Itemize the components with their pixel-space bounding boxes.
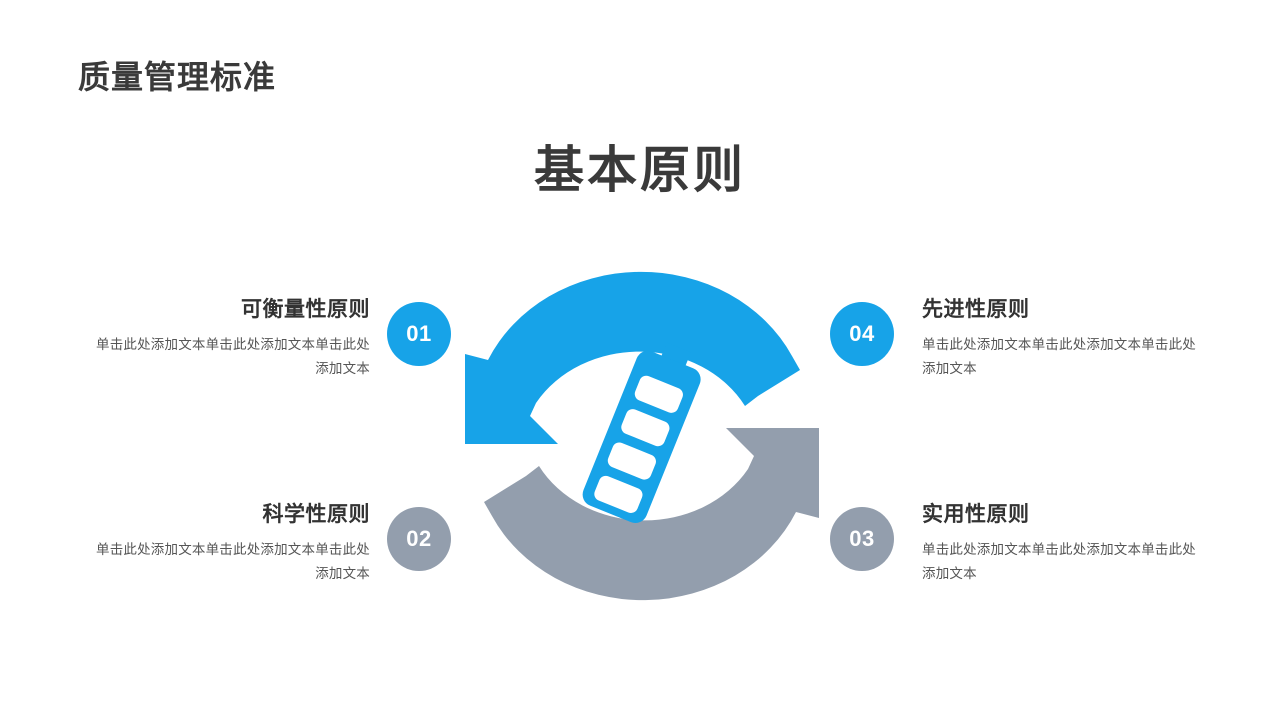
item-body-03: 单击此处添加文本单击此处添加文本单击此处添加文本: [922, 542, 1196, 581]
item-block-02: 科学性原则 单击此处添加文本单击此处添加文本单击此处添加文本: [85, 501, 370, 586]
number-badge-03[interactable]: 03: [830, 507, 894, 571]
number-badge-02[interactable]: 02: [387, 507, 451, 571]
main-heading: 基本原则: [534, 142, 746, 198]
lower-arc-gray: [484, 428, 819, 601]
circular-cycle-diagram: [440, 248, 844, 624]
item-body-01: 单击此处添加文本单击此处添加文本单击此处添加文本: [96, 337, 370, 376]
page-title: 质量管理标准: [78, 59, 277, 95]
item-heading-04: 先进性原则: [922, 298, 1030, 321]
item-block-01: 可衡量性原则 单击此处添加文本单击此处添加文本单击此处添加文本: [85, 296, 370, 381]
number-badge-04[interactable]: 04: [830, 302, 894, 366]
item-heading-02: 科学性原则: [262, 503, 370, 526]
upper-arc-blue: [465, 271, 800, 444]
item-heading-01: 可衡量性原则: [241, 298, 370, 321]
item-heading-03: 实用性原则: [922, 503, 1030, 526]
item-block-04: 先进性原则 单击此处添加文本单击此处添加文本单击此处添加文本: [922, 296, 1207, 381]
item-body-02: 单击此处添加文本单击此处添加文本单击此处添加文本: [96, 542, 370, 581]
item-block-03: 实用性原则 单击此处添加文本单击此处添加文本单击此处添加文本: [922, 501, 1207, 586]
battery-icon: [582, 342, 701, 523]
item-body-04: 单击此处添加文本单击此处添加文本单击此处添加文本: [922, 337, 1196, 376]
number-badge-01[interactable]: 01: [387, 302, 451, 366]
